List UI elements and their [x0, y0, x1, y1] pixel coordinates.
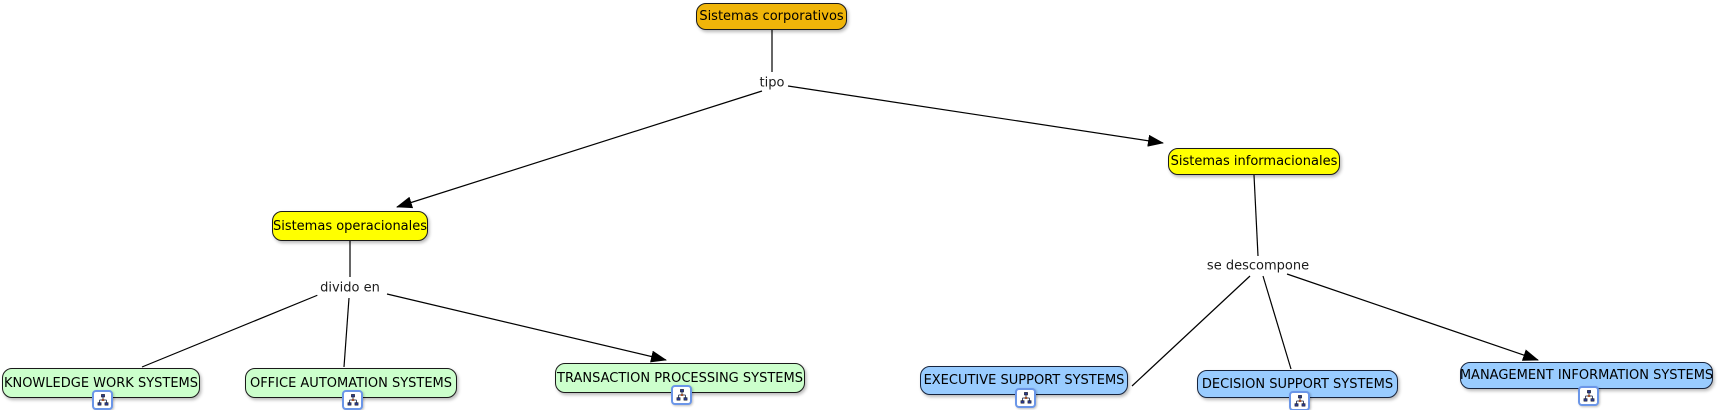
edge-sedescompone-dss — [1262, 275, 1292, 370]
concept-node-sistemas-corporativos[interactable]: Sistemas corporativos — [696, 3, 847, 30]
edge-informacionales-sedescompone — [1253, 174, 1259, 257]
concept-node-sistemas-informacionales[interactable]: Sistemas informacionales — [1168, 148, 1340, 175]
edge-sedescompone-mis — [1286, 273, 1539, 361]
linking-phrase-se-descompone[interactable]: se descompone — [1203, 258, 1313, 274]
edge-dividoen-oas — [343, 297, 350, 368]
edge-tipo-informacionales — [787, 85, 1164, 147]
concept-node-label: MANAGEMENT INFORMATION SYSTEMS — [1459, 368, 1714, 383]
resource-link-icon[interactable] — [1015, 388, 1036, 408]
resource-link-icon[interactable] — [1578, 386, 1599, 406]
concept-node-label: EXECUTIVE SUPPORT SYSTEMS — [923, 373, 1125, 388]
concept-map-resource-icon — [1294, 395, 1305, 407]
resource-link-icon[interactable] — [342, 390, 363, 410]
concept-node-label: KNOWLEDGE WORK SYSTEMS — [3, 375, 199, 391]
edge-dividoen-tps — [386, 293, 667, 363]
concept-node-label: TRANSACTION PROCESSING SYSTEMS — [557, 370, 803, 386]
concept-node-label: Sistemas operacionales — [272, 218, 428, 234]
resource-link-icon[interactable] — [1289, 391, 1310, 410]
concept-map-resource-icon — [347, 394, 358, 406]
concept-node-knowledge-work-systems[interactable]: KNOWLEDGE WORK SYSTEMS — [2, 368, 200, 398]
concept-node-label: Sistemas informacionales — [1170, 154, 1338, 169]
concept-map-resource-icon — [1020, 392, 1031, 404]
resource-link-icon[interactable] — [92, 390, 113, 410]
linking-phrase-tipo[interactable]: tipo — [756, 75, 788, 91]
linking-phrase-divido-en[interactable]: divido en — [317, 280, 383, 296]
resource-link-icon[interactable] — [671, 385, 692, 405]
concept-map-resource-icon — [1583, 390, 1594, 402]
concept-node-management-information-systems[interactable]: MANAGEMENT INFORMATION SYSTEMS — [1460, 362, 1713, 389]
concept-node-label: OFFICE AUTOMATION SYSTEMS — [249, 375, 453, 391]
concept-node-label: DECISION SUPPORT SYSTEMS — [1201, 376, 1394, 392]
edge-tipo-operacionales — [396, 90, 763, 209]
edge-dividoen-kws — [141, 294, 319, 368]
concept-node-label: Sistemas corporativos — [699, 9, 844, 24]
concept-map-resource-icon — [97, 394, 108, 406]
concept-node-sistemas-operacionales[interactable]: Sistemas operacionales — [272, 211, 428, 241]
concept-map-resource-icon — [676, 389, 687, 401]
